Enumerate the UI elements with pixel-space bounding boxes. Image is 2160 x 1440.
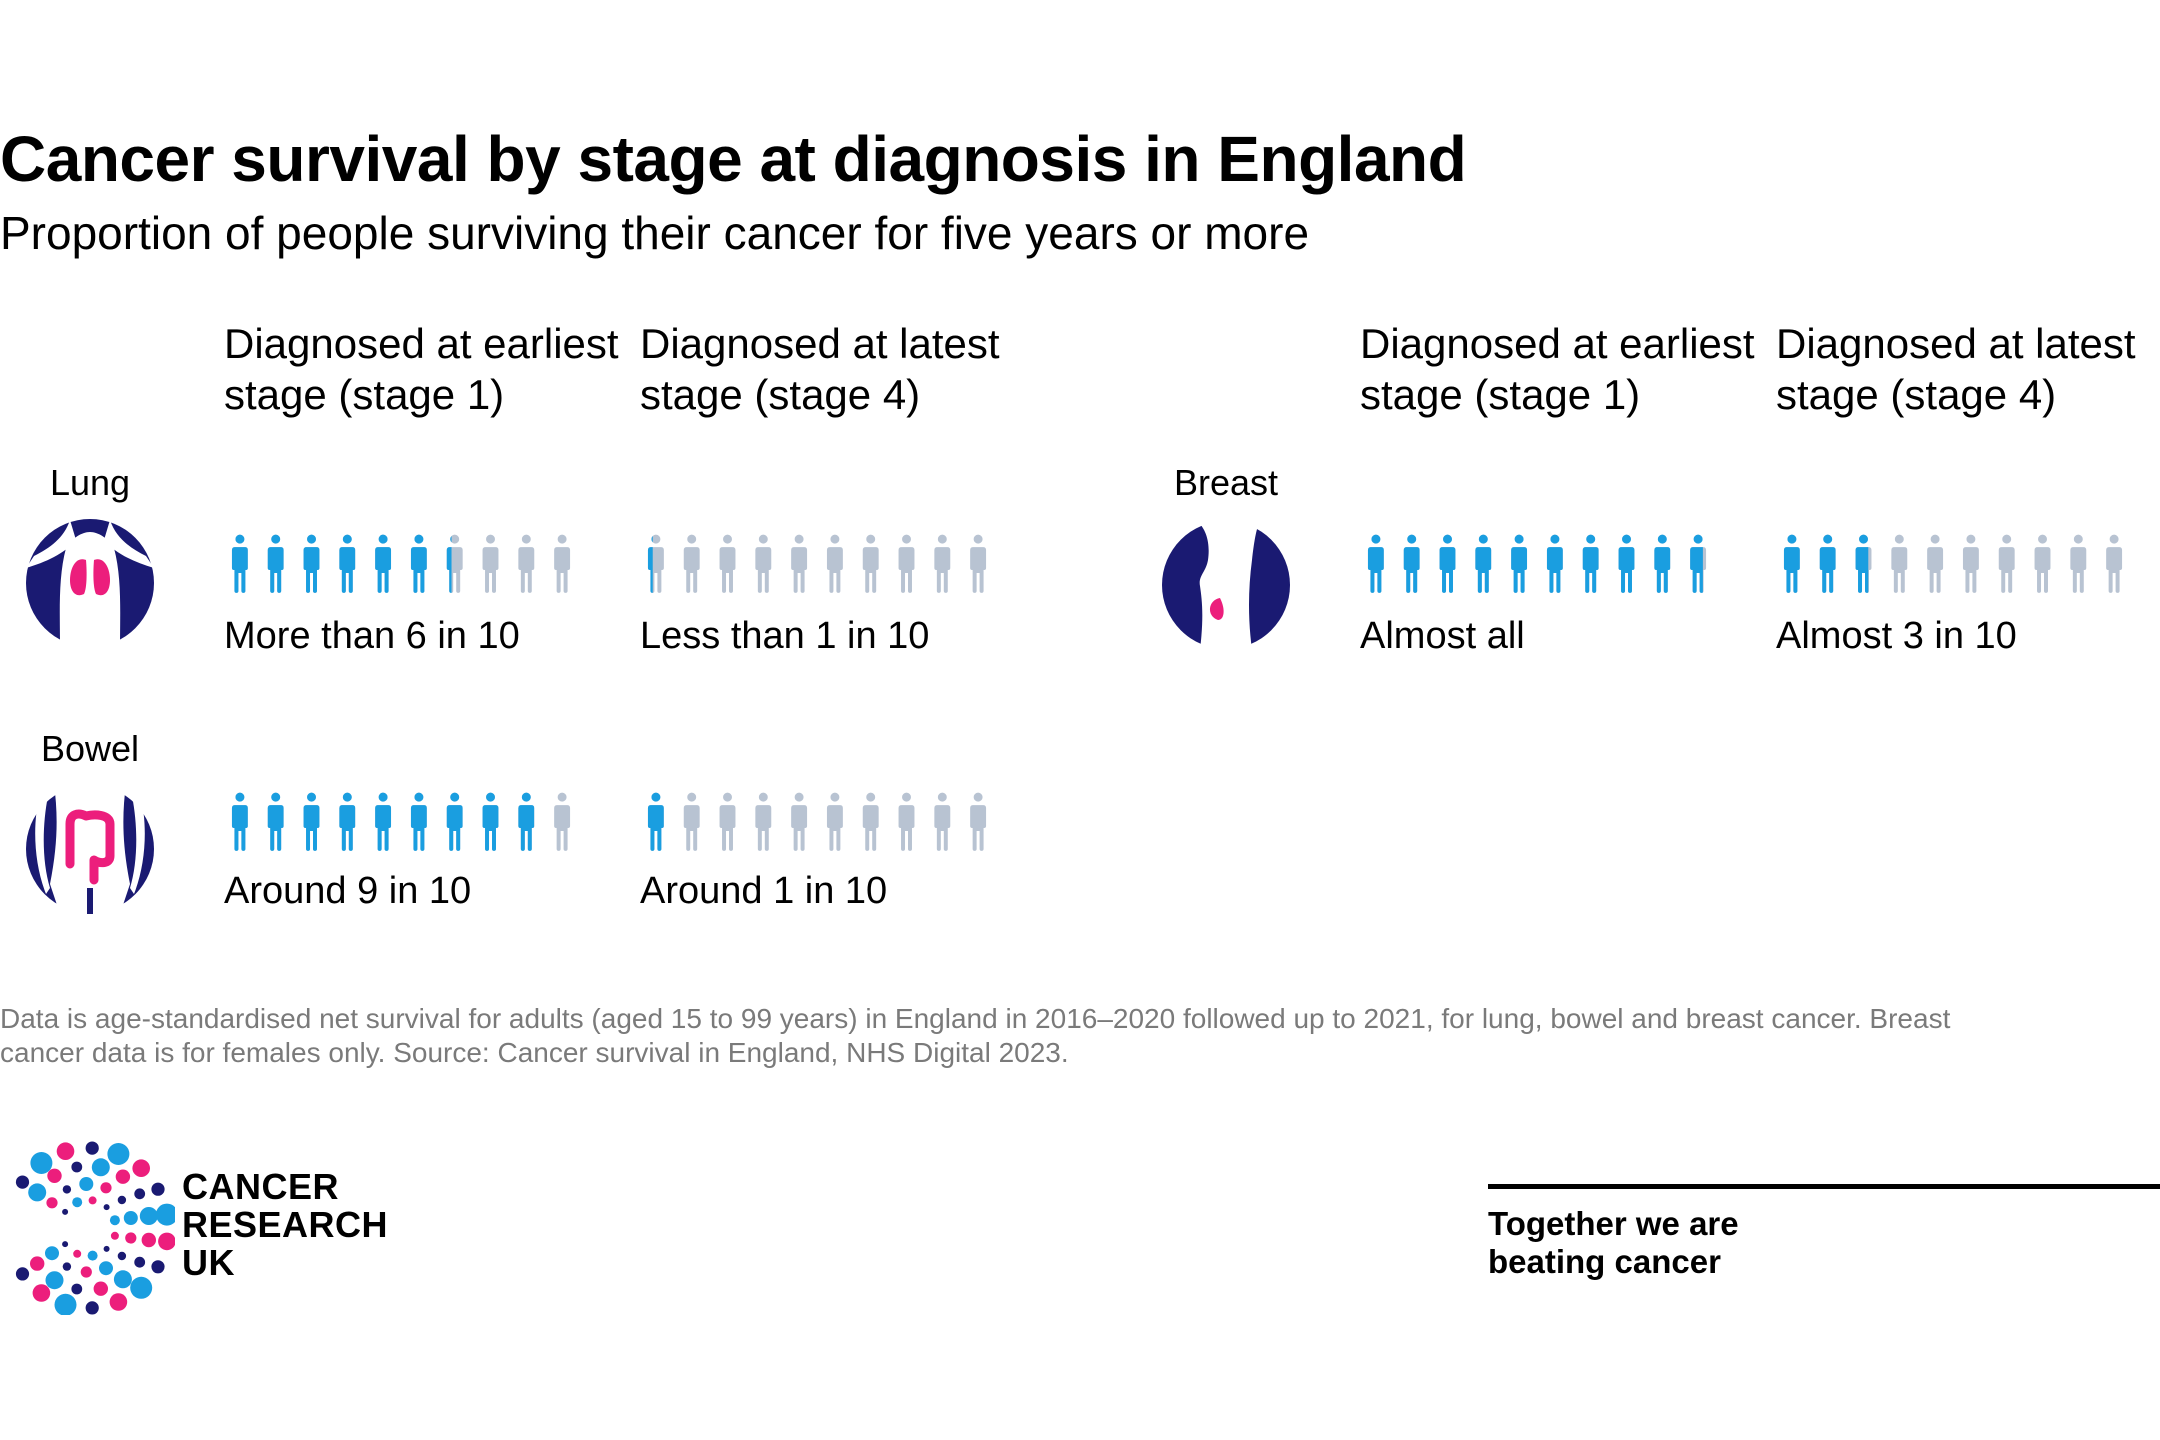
person-figure-lung-latest-6 [826,534,843,593]
page-subtitle: Proportion of people surviving their can… [0,207,1310,259]
person-figure-lung-latest-1 [647,534,664,593]
person-figure-lung-earliest-4 [339,534,356,593]
person-figure-lung-latest-5 [791,534,808,593]
caption-breast-latest: Almost 3 in 10 [1776,615,2017,657]
column-header-latest: Diagnosed at latest stage (stage 4) [1776,320,2136,418]
person-figure-lung-earliest-6 [410,534,427,593]
column-header-latest: Diagnosed at latest stage (stage 4) [640,320,1000,418]
person-figure-lung-earliest-2 [267,534,284,593]
person-figure-breast-latest-8 [2034,534,2051,593]
logo-wordmark: CANCER RESEARCH UK [182,1168,388,1282]
person-figure-bowel-latest-9 [934,792,951,851]
person-figure-breast-latest-9 [2070,534,2087,593]
lung-torso-icon [20,518,160,648]
tagline: Together we are beating cancer [1488,1205,1739,1281]
person-figure-lung-earliest-8 [482,534,499,593]
person-figure-breast-earliest-1 [1367,534,1384,593]
person-figure-bowel-earliest-5 [375,792,392,851]
person-figure-bowel-latest-2 [683,792,700,851]
person-figure-bowel-latest-10 [970,792,987,851]
bowel-torso-icon [20,784,160,914]
person-figure-breast-earliest-8 [1618,534,1635,593]
person-figure-breast-latest-5 [1927,534,1944,593]
person-figure-breast-earliest-4 [1475,534,1492,593]
person-figure-bowel-latest-4 [755,792,772,851]
person-figure-breast-latest-1 [1783,534,1800,593]
person-figure-breast-latest-4 [1891,534,1908,593]
caption-bowel-latest: Around 1 in 10 [640,870,888,912]
person-figure-breast-latest-2 [1819,534,1836,593]
caption-lung-latest: Less than 1 in 10 [640,615,930,657]
person-figure-bowel-earliest-7 [446,792,463,851]
person-figure-breast-earliest-6 [1546,534,1563,593]
logo-line-3: UK [182,1242,235,1283]
person-figure-lung-earliest-9 [518,534,535,593]
person-figure-lung-latest-4 [755,534,772,593]
person-figure-bowel-earliest-3 [303,792,320,851]
person-figure-breast-earliest-3 [1439,534,1456,593]
person-figure-lung-earliest-5 [375,534,392,593]
column-header-earliest: Diagnosed at earliest stage (stage 1) [1360,320,1755,418]
person-figure-breast-latest-3 [1855,534,1872,593]
person-figure-bowel-latest-7 [862,792,879,851]
pictogram-lung-earliest [224,520,582,610]
person-figure-lung-latest-9 [934,534,951,593]
person-figure-lung-earliest-1 [231,534,248,593]
footnote: Data is age-standardised net survival fo… [0,1003,1951,1068]
pictogram-bowel-earliest [224,778,582,868]
person-figure-lung-latest-2 [683,534,700,593]
person-figure-lung-latest-10 [970,534,987,593]
person-figure-lung-latest-7 [862,534,879,593]
caption-breast-earliest: Almost all [1360,615,1525,657]
person-figure-bowel-latest-6 [826,792,843,851]
pictogram-breast-earliest [1360,520,1718,610]
breast-silhouette-icon [1156,520,1296,650]
person-figure-lung-latest-8 [898,534,915,593]
cancer-name-breast: Breast [1173,462,1279,503]
person-figure-bowel-earliest-1 [231,792,248,851]
person-figure-bowel-earliest-2 [267,792,284,851]
person-figure-bowel-latest-5 [791,792,808,851]
person-figure-bowel-latest-3 [719,792,736,851]
person-figure-bowel-earliest-8 [482,792,499,851]
cancer-research-uk-logo-icon [0,1140,178,1316]
person-figure-bowel-latest-8 [898,792,915,851]
person-figure-lung-earliest-10 [554,534,571,593]
person-figure-breast-earliest-9 [1654,534,1671,593]
tagline-line-2: beating cancer [1488,1243,1721,1280]
person-figure-breast-latest-7 [1998,534,2015,593]
logo-line-1: CANCER [182,1166,340,1207]
person-figure-bowel-earliest-6 [410,792,427,851]
pictogram-bowel-latest [640,778,998,868]
person-figure-breast-latest-6 [1962,534,1979,593]
pictogram-lung-latest [640,520,998,610]
person-figure-lung-earliest-3 [303,534,320,593]
person-figure-lung-earliest-7 [446,534,463,593]
person-figure-breast-earliest-2 [1403,534,1420,593]
column-header-earliest: Diagnosed at earliest stage (stage 1) [224,320,619,418]
tagline-line-1: Together we are [1488,1205,1739,1242]
cancer-name-lung: Lung [49,462,131,503]
page-title: Cancer survival by stage at diagnosis in… [0,123,1467,195]
person-figure-breast-earliest-10 [1690,534,1707,593]
person-figure-bowel-earliest-10 [554,792,571,851]
logo-line-2: RESEARCH [182,1204,389,1245]
person-figure-breast-earliest-7 [1582,534,1599,593]
person-figure-breast-latest-10 [2106,534,2123,593]
person-figure-breast-earliest-5 [1511,534,1528,593]
caption-lung-earliest: More than 6 in 10 [224,615,520,657]
person-figure-bowel-earliest-4 [339,792,356,851]
person-figure-lung-latest-3 [719,534,736,593]
person-figure-bowel-earliest-9 [518,792,535,851]
caption-bowel-earliest: Around 9 in 10 [224,870,472,912]
cancer-name-bowel: Bowel [40,728,140,769]
tagline-rule [1488,1184,2160,1189]
pictogram-breast-latest [1776,520,2134,610]
person-figure-bowel-latest-1 [647,792,664,851]
